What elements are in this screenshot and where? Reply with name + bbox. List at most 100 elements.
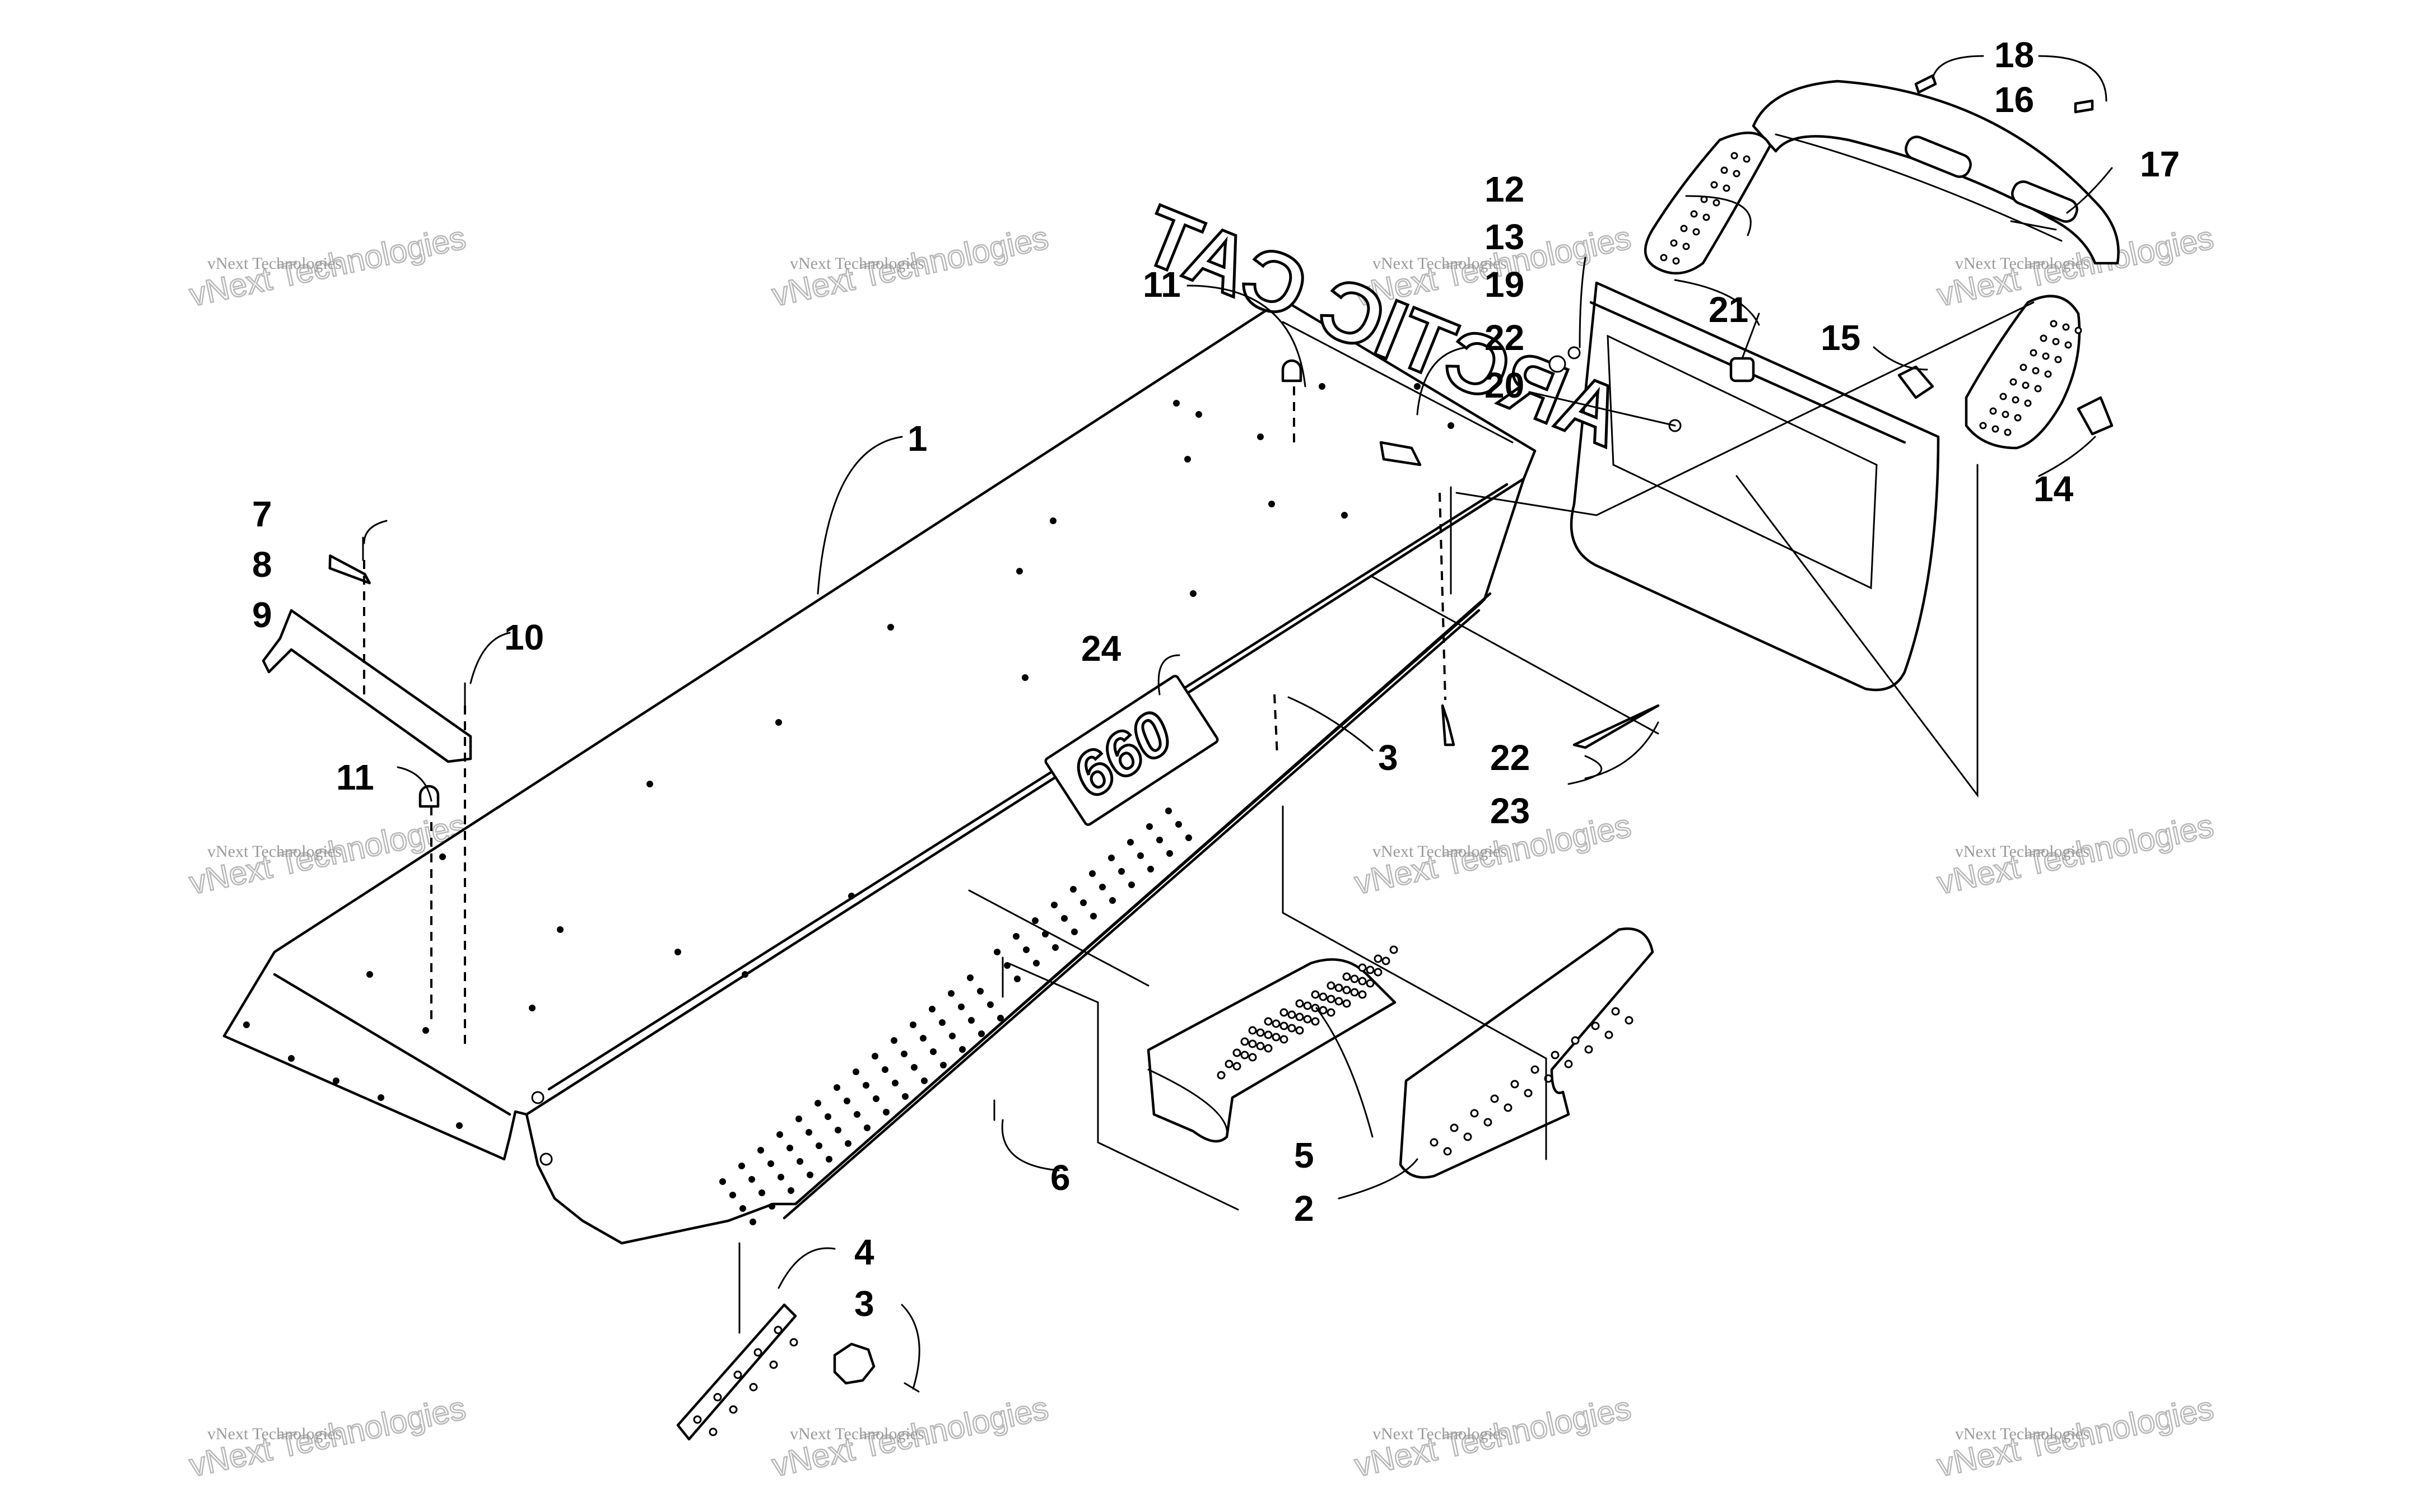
perforation-hole xyxy=(1358,990,1367,999)
perforation-hole xyxy=(2034,385,2042,393)
perforation-hole xyxy=(1256,1028,1265,1037)
perforation-hole xyxy=(806,1129,812,1136)
perforation-hole xyxy=(776,1131,783,1138)
perforation-hole xyxy=(921,1077,928,1084)
callout-5: 5 xyxy=(1294,1135,1314,1175)
perforation-hole xyxy=(1014,976,1021,982)
perforation-hole xyxy=(1979,422,1987,430)
perforation-hole xyxy=(1248,1026,1257,1035)
perforation-hole xyxy=(1381,956,1390,965)
callout-10: 10 xyxy=(504,617,544,657)
watermark-text: vNext Technologies xyxy=(1372,254,1507,273)
perforation-hole xyxy=(1232,1048,1241,1057)
watermark: vNext Technologies vNext Technologies xyxy=(768,1389,1052,1485)
perforation-hole xyxy=(1240,1051,1249,1060)
perforation-hole xyxy=(1147,866,1154,872)
tunnel-side-wall xyxy=(525,477,1525,1245)
perforation-hole xyxy=(1350,988,1359,997)
perforation-hole xyxy=(693,1415,702,1424)
perforation-hole xyxy=(1443,1147,1452,1156)
perforation-hole xyxy=(1272,1019,1281,1028)
perforation-hole xyxy=(758,1189,765,1196)
perforation-hole xyxy=(788,1187,794,1194)
bolt-part-22 xyxy=(1379,441,1422,466)
perforation-hole xyxy=(1690,210,1698,218)
perforation-hole xyxy=(1692,228,1700,236)
perforation-hole xyxy=(2004,428,2012,436)
perforation-hole xyxy=(749,1383,758,1392)
perforation-hole xyxy=(1089,870,1096,877)
perforation-hole xyxy=(854,1111,860,1118)
perforation-hole xyxy=(1264,1030,1273,1039)
callout-12: 12 xyxy=(1484,169,1524,209)
perforation-hole xyxy=(1240,1037,1249,1046)
perforation-hole xyxy=(1137,852,1144,859)
leader-lines xyxy=(363,55,2113,1390)
perforation-hole xyxy=(1743,155,1751,163)
perforation-hole xyxy=(1051,902,1058,908)
bracket-holes xyxy=(1430,1007,1634,1156)
callout-7: 7 xyxy=(252,494,272,534)
perforation-hole xyxy=(1389,945,1398,954)
perforation-hole xyxy=(826,1156,832,1163)
perforation-hole xyxy=(1108,855,1115,861)
perforation-hole xyxy=(767,1160,774,1167)
perforation-hole xyxy=(2040,334,2047,342)
perforation-hole xyxy=(1272,1033,1281,1042)
perforation-hole xyxy=(1530,1065,1539,1074)
callout-3: 3 xyxy=(854,1284,874,1324)
callout-8: 8 xyxy=(252,544,272,585)
watermark-text: vNext Technologies xyxy=(207,842,342,861)
watermark-text: vNext Technologies xyxy=(1955,254,2089,273)
perforation-hole xyxy=(778,1174,784,1180)
perforation-hole xyxy=(1071,928,1078,935)
callout-11: 11 xyxy=(1143,264,1181,305)
rivet-part-3 xyxy=(904,1382,920,1393)
bumper-left-foot xyxy=(1644,131,1772,275)
bumper-rail xyxy=(1752,80,2120,265)
perforation-hole xyxy=(815,1100,821,1107)
callout-21: 21 xyxy=(1709,290,1748,330)
callout-13: 13 xyxy=(1484,217,1524,257)
perforation-hole xyxy=(864,1124,871,1131)
perforation-hole xyxy=(750,1219,756,1225)
perforation-hole xyxy=(2052,338,2060,346)
hinge-part-21 xyxy=(1729,357,1755,382)
perforation-hole xyxy=(825,1113,831,1120)
perforation-hole xyxy=(1295,999,1304,1008)
perforation-hole xyxy=(2012,396,2019,404)
perforation-hole xyxy=(795,1116,802,1122)
callout-23: 23 xyxy=(1490,791,1530,831)
perforation-hole xyxy=(2002,410,2009,418)
perforation-hole xyxy=(774,1326,783,1334)
perforation-hole xyxy=(1165,808,1172,814)
perforation-hole xyxy=(1670,239,1678,247)
perforation-hole xyxy=(1327,995,1335,1004)
watermark: vNext Technologies vNext Technologies xyxy=(185,1389,469,1485)
perforation-hole xyxy=(1510,1080,1519,1089)
perforation-hole xyxy=(1702,213,1710,221)
running-board-holes xyxy=(1217,945,1398,1080)
perforation-hole xyxy=(1070,886,1077,893)
perforation-hole xyxy=(2022,381,2030,389)
callout-1: 1 xyxy=(908,418,928,459)
plate-body xyxy=(328,554,371,585)
perforation-hole xyxy=(1319,1006,1328,1015)
bracket-body xyxy=(262,609,472,763)
perforation-hole xyxy=(729,1192,736,1198)
perforation-hole xyxy=(958,1004,965,1010)
perforation-hole xyxy=(1175,821,1182,828)
perforation-hole xyxy=(987,1001,994,1008)
perforation-hole xyxy=(902,1093,909,1100)
decal-part-23 xyxy=(1572,704,1660,749)
perforation-hole xyxy=(1374,954,1383,963)
perforation-hole xyxy=(2062,323,2070,331)
tunnel-rear-hole xyxy=(531,1091,544,1104)
perforation-hole xyxy=(1342,986,1351,995)
perforation-hole xyxy=(719,1178,726,1185)
bumper-foot-holes xyxy=(1660,152,2082,436)
perforation-hole xyxy=(2050,320,2058,328)
washer-part-3 xyxy=(833,1342,876,1385)
perforation-hole xyxy=(1723,184,1730,192)
perforation-hole xyxy=(1366,965,1375,974)
